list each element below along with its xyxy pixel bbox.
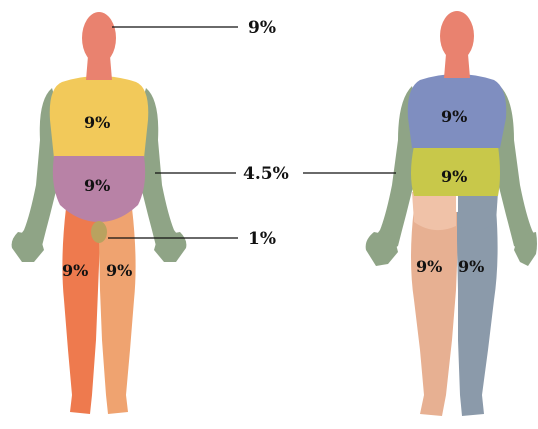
front-genitals <box>91 221 107 243</box>
back-lower-label: 9% <box>441 167 467 186</box>
front-abdomen-label: 9% <box>84 176 110 195</box>
back-left-leg <box>457 208 498 416</box>
back-upper-label: 9% <box>441 107 467 126</box>
arm-percent-label: 4.5% <box>243 164 289 184</box>
front-chest-label: 9% <box>84 113 110 132</box>
back-left-buttock <box>458 192 498 230</box>
back-head <box>440 11 474 61</box>
back-left-leg-label: 9% <box>458 257 484 276</box>
back-right-leg-label: 9% <box>416 257 442 276</box>
head-percent-label: 9% <box>248 18 276 38</box>
front-right-hand <box>12 232 44 262</box>
front-right-leg-label: 9% <box>62 261 88 280</box>
back-right-leg <box>411 208 458 416</box>
back-right-hand <box>366 232 398 266</box>
genitals-percent-label: 1% <box>248 229 276 249</box>
front-left-hand <box>154 232 186 262</box>
back-body <box>366 11 537 416</box>
front-left-leg-label: 9% <box>106 261 132 280</box>
back-right-buttock <box>412 192 456 230</box>
front-head <box>82 12 116 64</box>
front-body <box>12 12 187 414</box>
